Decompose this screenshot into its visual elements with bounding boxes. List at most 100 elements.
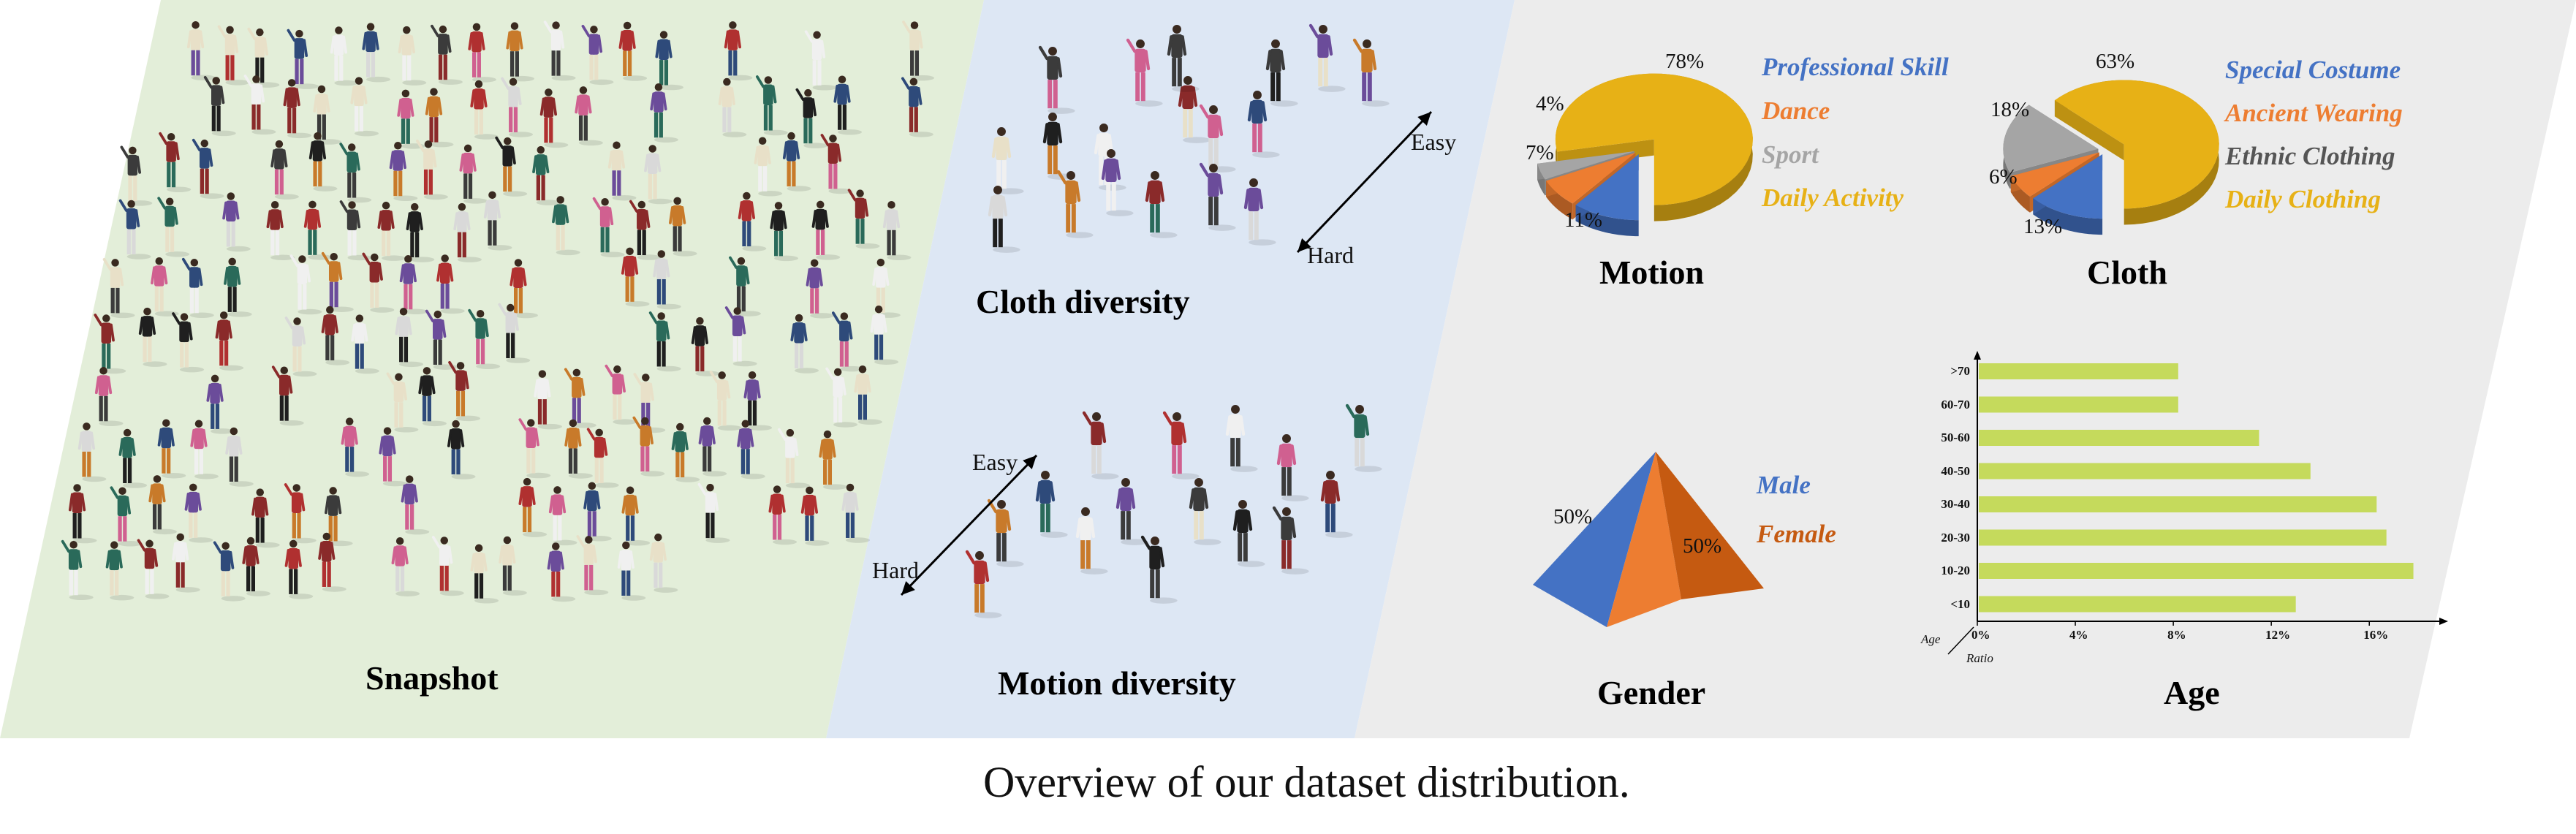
- age-bar-chart: [1947, 351, 2448, 655]
- pie-slice-ethnic-clothing: [2003, 105, 2099, 173]
- person-figure: [872, 258, 901, 318]
- person-figure: [1345, 403, 1382, 472]
- person-figure: [94, 367, 124, 427]
- person-figure: [222, 192, 251, 252]
- pyramid-face-female-front: [1607, 452, 1681, 627]
- gender-chart-title: Gender: [1597, 674, 1706, 711]
- cloth-hard-label: Hard: [1307, 242, 1354, 268]
- person-figure: [341, 417, 370, 477]
- person-figure: [459, 144, 488, 204]
- person-figure: [379, 427, 408, 487]
- person-figure: [543, 20, 576, 81]
- person-figure: [901, 77, 933, 137]
- person-figure: [321, 251, 354, 312]
- person-figure: [284, 483, 317, 544]
- person-figure: [339, 200, 372, 261]
- age-category-label: 30-40: [1941, 497, 1970, 511]
- motion-easy-label: Easy: [972, 449, 1018, 475]
- person-figure: [172, 533, 200, 593]
- person-figure: [483, 191, 512, 251]
- age-category-label: <10: [1950, 596, 1970, 611]
- motion-legend-professional-skill: Professional Skill: [1762, 53, 1949, 81]
- person-figure: [418, 367, 447, 427]
- person-figure: [217, 25, 250, 86]
- person-figure: [284, 316, 317, 377]
- x-tick-label: 0%: [1971, 628, 1990, 642]
- person-figure: [831, 311, 864, 372]
- person-figure: [283, 79, 312, 139]
- person-figure: [718, 77, 747, 137]
- person-figure: [632, 416, 665, 477]
- figure-caption: Overview of our dataset distribution.: [983, 758, 1630, 806]
- cloth-pct-ethnic: 18%: [1990, 98, 2030, 121]
- person-figure: [431, 24, 463, 85]
- age-bar-50-60: [1979, 430, 2259, 446]
- person-figure: [118, 428, 148, 488]
- cloth-legend-special-costume: Special Costume: [2225, 56, 2401, 84]
- person-figure: [468, 308, 501, 369]
- person-figure: [782, 132, 811, 192]
- person-figure: [825, 367, 858, 428]
- person-figure: [398, 26, 427, 86]
- person-figure: [820, 134, 853, 194]
- person-figure: [151, 257, 179, 316]
- person-figure: [811, 200, 841, 260]
- person-figure: [242, 537, 271, 596]
- people-crowd: [61, 20, 1390, 618]
- person-figure: [391, 537, 420, 596]
- person-figure: [777, 428, 810, 488]
- pie-slice-wall: [2054, 100, 2124, 161]
- person-figure: [804, 30, 837, 91]
- person-figure: [770, 202, 799, 262]
- person-figure: [303, 200, 333, 260]
- age-category-label: 20-30: [1941, 530, 1970, 545]
- person-figure: [1189, 478, 1221, 545]
- person-figure: [243, 75, 276, 135]
- person-figure: [605, 364, 637, 425]
- person-figure: [448, 361, 481, 422]
- person-figure: [575, 86, 603, 146]
- person-figure: [102, 258, 135, 319]
- person-figure: [576, 535, 609, 596]
- age-bar-<10: [1979, 596, 2296, 613]
- person-figure: [724, 21, 753, 81]
- person-figure: [755, 75, 788, 136]
- motion-chart-title: Motion: [1599, 254, 1705, 291]
- person-figure: [157, 197, 190, 257]
- person-figure: [118, 199, 151, 259]
- person-figure: [768, 485, 798, 545]
- person-figure: [1225, 405, 1258, 472]
- person-figure: [498, 303, 531, 363]
- person-figure: [1162, 411, 1200, 479]
- person-figure: [518, 418, 551, 479]
- person-figure: [120, 145, 153, 206]
- person-figure: [406, 202, 435, 262]
- person-figure: [650, 83, 678, 143]
- age-bar-30-40: [1979, 496, 2377, 512]
- person-figure: [806, 259, 835, 319]
- person-figure: [289, 254, 322, 315]
- pie-slice-side: [1575, 205, 1639, 237]
- person-figure: [506, 22, 534, 82]
- arrowhead: [1417, 112, 1431, 126]
- person-figure: [110, 486, 143, 547]
- person-figure: [251, 488, 280, 548]
- person-figure: [425, 88, 454, 148]
- person-figure: [724, 306, 757, 367]
- pie-slice-sport: [1537, 151, 1634, 180]
- motion-hard-label: Hard: [872, 557, 919, 583]
- arrowhead: [1023, 455, 1037, 469]
- person-figure: [138, 307, 167, 367]
- person-figure: [362, 23, 391, 83]
- person-figure: [790, 314, 819, 374]
- person-figure: [847, 189, 880, 249]
- person-figure: [159, 132, 192, 192]
- person-figure: [552, 196, 580, 256]
- person-figure: [501, 77, 534, 137]
- motion-legend-daily-activity: Daily Activity: [1762, 183, 1904, 212]
- person-figure: [509, 259, 539, 319]
- person-figure: [1035, 471, 1068, 538]
- cloth-legend-daily-clothing: Daily Clothing: [2225, 185, 2381, 213]
